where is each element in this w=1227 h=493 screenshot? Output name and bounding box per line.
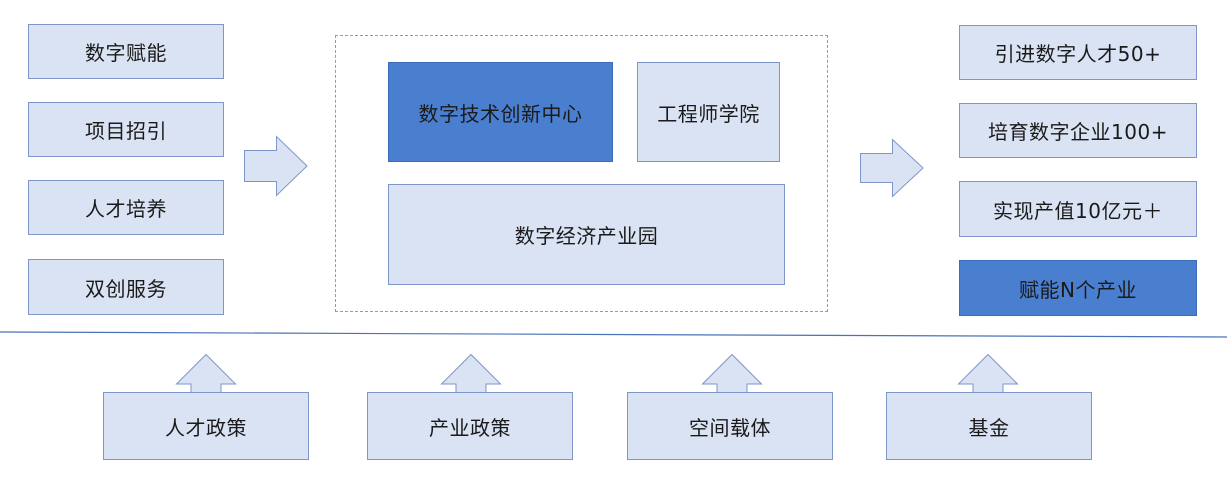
right-box-digital-talent: 引进数字人才50+	[959, 25, 1197, 80]
bottom-box-fund: 基金	[886, 392, 1092, 460]
right-box-label: 引进数字人才50+	[994, 42, 1162, 66]
right-box-label: 实现产值10亿元＋	[993, 198, 1163, 223]
right-arrow-icon	[860, 138, 924, 198]
right-box-label: 赋能N个产业	[1019, 277, 1137, 302]
right-arrow-icon	[244, 135, 308, 197]
left-box-digital-empowerment: 数字赋能	[28, 24, 224, 79]
bottom-box-industry-policy: 产业政策	[367, 392, 573, 460]
left-box-label: 人才培养	[85, 197, 167, 221]
left-box-label: 双创服务	[85, 276, 167, 301]
bottom-box-talent-policy: 人才政策	[103, 392, 309, 460]
left-box-innovation-services: 双创服务	[28, 259, 224, 315]
industrial-park-box: 数字经济产业园	[388, 184, 785, 285]
innovation-center-label: 数字技术创新中心	[418, 101, 583, 126]
bottom-box-label: 产业政策	[429, 415, 511, 440]
left-box-label: 数字赋能	[85, 41, 167, 65]
up-arrow-icon	[175, 353, 237, 394]
center-dashed-frame	[335, 35, 828, 312]
horizontal-divider	[0, 331, 1227, 338]
industrial-park-label: 数字经济产业园	[514, 224, 659, 248]
right-box-digital-enterprises: 培育数字企业100+	[959, 103, 1197, 158]
left-box-label: 项目招引	[85, 119, 167, 143]
innovation-center-box: 数字技术创新中心	[388, 62, 613, 162]
engineer-academy-box: 工程师学院	[637, 62, 780, 162]
engineer-academy-label: 工程师学院	[657, 101, 760, 126]
right-box-label: 培育数字企业100+	[988, 120, 1168, 144]
bottom-box-label: 空间载体	[689, 415, 771, 440]
up-arrow-icon	[957, 353, 1019, 394]
right-box-empower-industries: 赋能N个产业	[959, 260, 1197, 316]
left-box-talent-cultivation: 人才培养	[28, 180, 224, 235]
bottom-box-label: 人才政策	[165, 415, 247, 440]
up-arrow-icon	[701, 353, 763, 394]
right-box-output-value: 实现产值10亿元＋	[959, 181, 1197, 237]
up-arrow-icon	[440, 353, 502, 394]
bottom-box-label: 基金	[968, 415, 1010, 440]
bottom-box-space-carrier: 空间载体	[627, 392, 833, 460]
left-box-project-attraction: 项目招引	[28, 102, 224, 157]
